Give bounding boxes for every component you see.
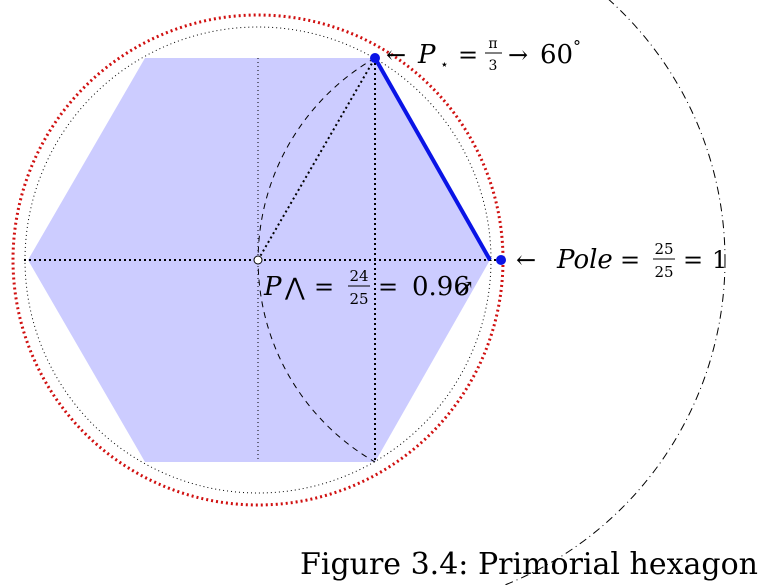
svg-text:⋆: ⋆ (440, 57, 449, 73)
highlighted-edge (373, 57, 492, 261)
svg-text:⋀: ⋀ (284, 273, 305, 301)
svg-text:°: ° (573, 37, 581, 56)
pole-point (496, 255, 506, 265)
center-point (253, 255, 263, 265)
svg-text:25: 25 (654, 263, 673, 281)
svg-text:=: = (683, 246, 703, 274)
pstar-label: ← P ⋆ = π 3 → 60 ° (386, 36, 581, 74)
svg-text:→: → (508, 41, 528, 69)
svg-text:π: π (488, 36, 497, 52)
svg-text:24: 24 (349, 267, 368, 285)
svg-text:←: ← (386, 41, 406, 69)
svg-text:=: = (378, 273, 398, 301)
radius-to-pstar (257, 57, 376, 261)
svg-text:=: = (458, 41, 478, 69)
figure-caption: Figure 3.4: Primorial hexagon (300, 547, 758, 582)
pole-label: ← Pole = 25 25 = 1 (516, 240, 727, 281)
svg-text:P: P (263, 272, 282, 302)
pwedge-label: P ⋀ = 24 25 = 0.96 ↗ (263, 267, 474, 308)
svg-text:Pole: Pole (556, 245, 613, 275)
svg-text:25: 25 (349, 290, 368, 308)
svg-text:0.96: 0.96 (412, 272, 470, 302)
dash-dot-circle (503, 0, 726, 585)
svg-text:↗: ↗ (456, 276, 474, 301)
svg-text:=: = (620, 246, 640, 274)
svg-text:25: 25 (654, 240, 673, 258)
svg-text:=: = (314, 273, 334, 301)
svg-text:P: P (417, 40, 436, 70)
pstar-point (370, 53, 380, 63)
svg-text:60: 60 (540, 40, 573, 70)
svg-text:1: 1 (712, 246, 727, 274)
svg-text:←: ← (516, 246, 536, 274)
svg-text:3: 3 (489, 58, 498, 74)
